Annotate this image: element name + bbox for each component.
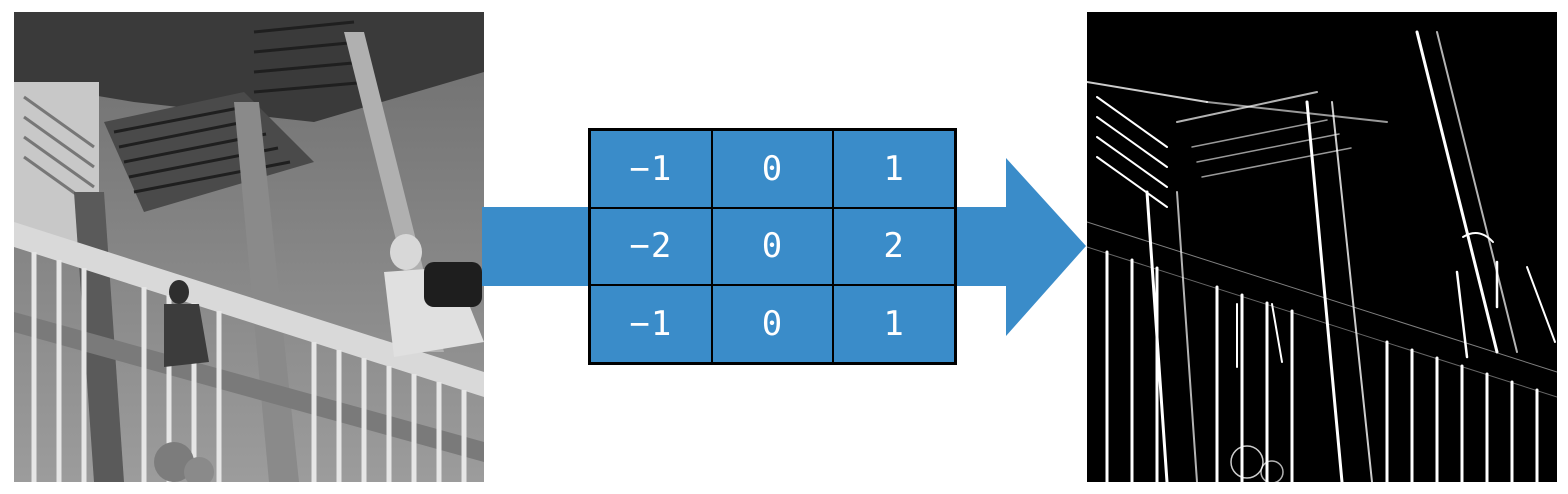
kernel-cell-r3c3: 1 xyxy=(833,285,955,363)
sobel-kernel-matrix: −1 0 1 −2 0 2 −1 0 1 xyxy=(588,128,957,365)
output-edge-graphic xyxy=(1087,12,1557,482)
kernel-cell-r2c1: −2 xyxy=(590,207,712,286)
output-edge-photo xyxy=(1087,12,1557,482)
kernel-cell-r3c1: −1 xyxy=(590,285,712,363)
kernel-cell-r1c2: 0 xyxy=(711,130,834,208)
kernel-cell-r2c2: 0 xyxy=(711,207,834,286)
kernel-cell-r2c3: 2 xyxy=(833,207,955,286)
kernel-cell-r1c1: −1 xyxy=(590,130,712,208)
kernel-cell-r3c2: 0 xyxy=(711,285,834,363)
input-photo xyxy=(14,12,484,482)
input-photo-graphic xyxy=(14,12,484,482)
kernel-cell-r1c3: 1 xyxy=(833,130,955,208)
